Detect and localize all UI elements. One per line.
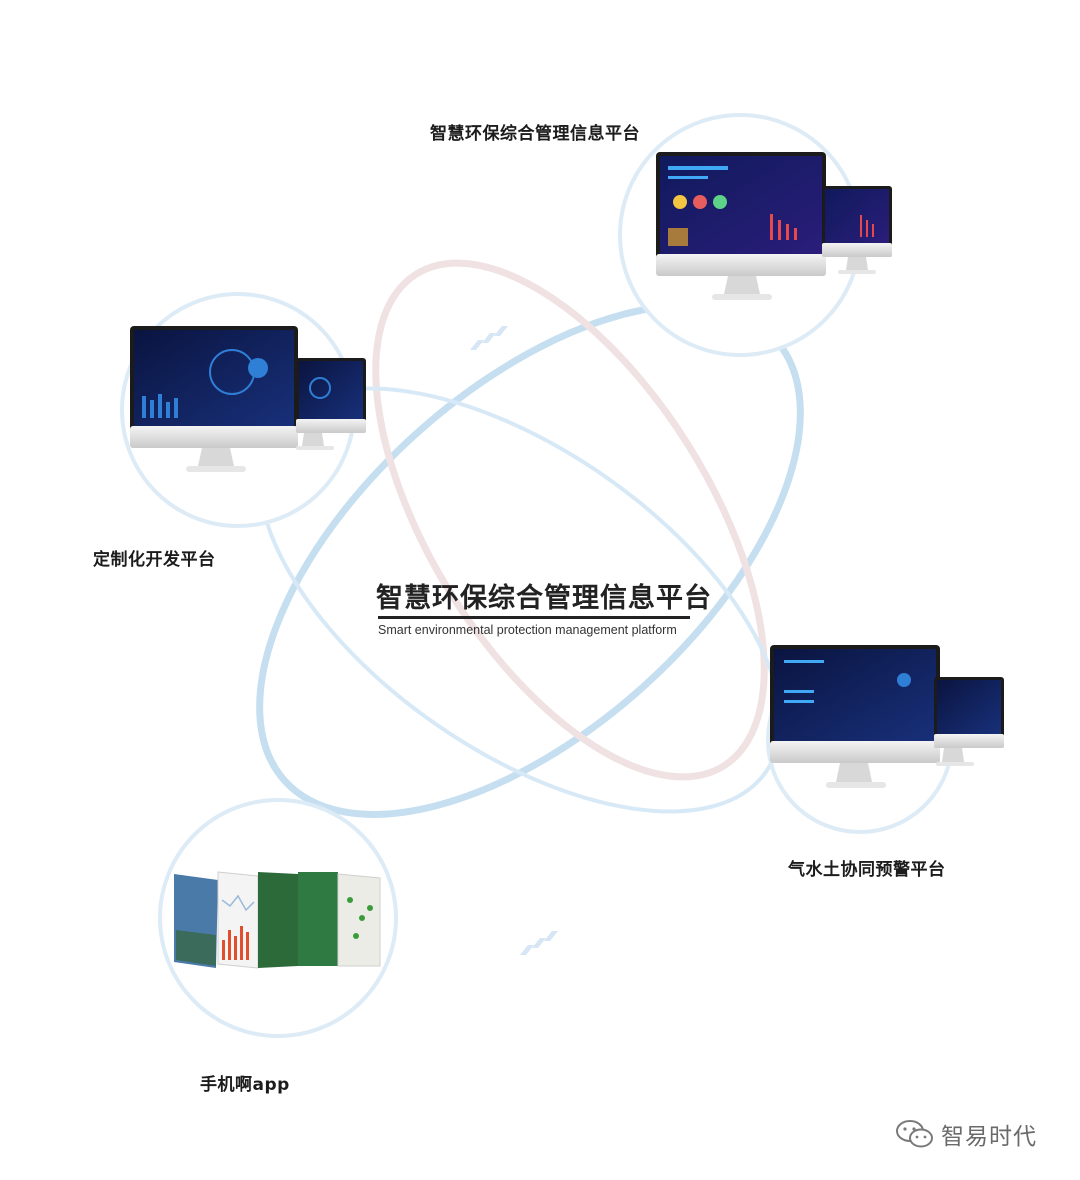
node-label-left: 定制化开发平台 <box>93 550 216 570</box>
monitor-small <box>822 186 892 274</box>
arrow-marker-bottom <box>520 931 558 955</box>
node-circle-left <box>120 292 366 528</box>
wechat-icon <box>896 1120 933 1148</box>
monitor-large <box>656 152 826 300</box>
node-circle-bottom-left <box>158 798 398 1038</box>
monitor-small <box>934 677 1004 766</box>
phone-screen-5 <box>337 873 381 967</box>
phone-screen-3 <box>258 872 298 968</box>
monitor-large <box>130 326 298 472</box>
node-label-right: 气水土协同预警平台 <box>788 860 946 880</box>
center-title-underline <box>378 616 690 619</box>
monitor-small <box>296 358 366 450</box>
monitor-large <box>770 645 940 788</box>
arrow-marker-top <box>470 326 508 350</box>
phone-screen-2 <box>217 871 259 969</box>
phone-screen-4 <box>298 872 338 966</box>
center-title: 智慧环保综合管理信息平台 <box>376 583 712 614</box>
watermark-text: 智易时代 <box>941 1124 1037 1150</box>
watermark: 智易时代 <box>895 1117 1037 1151</box>
node-circle-right <box>766 645 1004 834</box>
center-subtitle: Smart environmental protection managemen… <box>378 623 677 637</box>
node-label-top: 智慧环保综合管理信息平台 <box>430 124 640 144</box>
ring-pink-right <box>372 259 768 781</box>
node-label-bottom-left: 手机啊app <box>200 1075 290 1095</box>
node-circle-top <box>618 113 892 357</box>
phone-screen-1 <box>174 874 218 968</box>
